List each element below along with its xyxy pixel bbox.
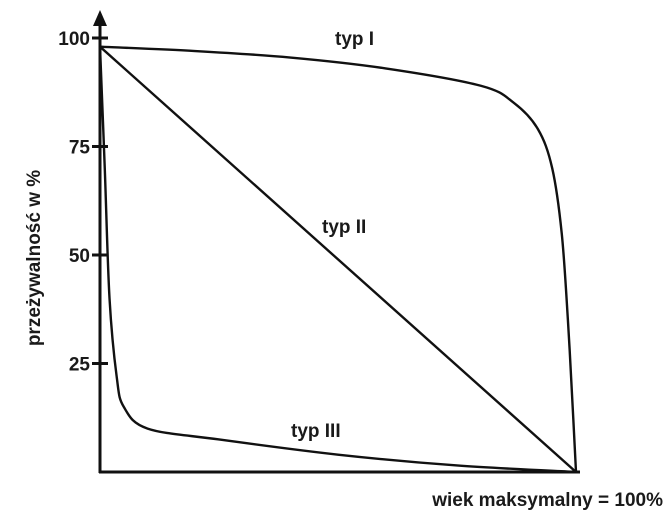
- series-curve-3: [98, 46, 577, 474]
- y-tick-label: 25: [69, 355, 91, 376]
- y-ticks: 25 50 75 100: [58, 29, 108, 376]
- y-tick-label: 75: [69, 138, 91, 159]
- axes: [93, 10, 580, 474]
- series-curve-1: [99, 45, 578, 473]
- series-label-typ-iii: typ III: [291, 421, 341, 442]
- series-curves: [98, 45, 578, 474]
- y-tick-label: 50: [69, 246, 90, 267]
- series-label-typ-i: typ I: [335, 29, 374, 50]
- y-axis-label: przeżywalność w %: [24, 170, 45, 346]
- y-tick-label: 100: [58, 29, 90, 50]
- series-label-typ-ii: typ II: [322, 217, 366, 238]
- series-labels: typ I typ II typ III: [291, 29, 374, 442]
- series-curve-2: [99, 45, 577, 473]
- x-axis-label: wiek maksymalny = 100%: [431, 490, 663, 511]
- y-axis-arrow: [93, 10, 107, 26]
